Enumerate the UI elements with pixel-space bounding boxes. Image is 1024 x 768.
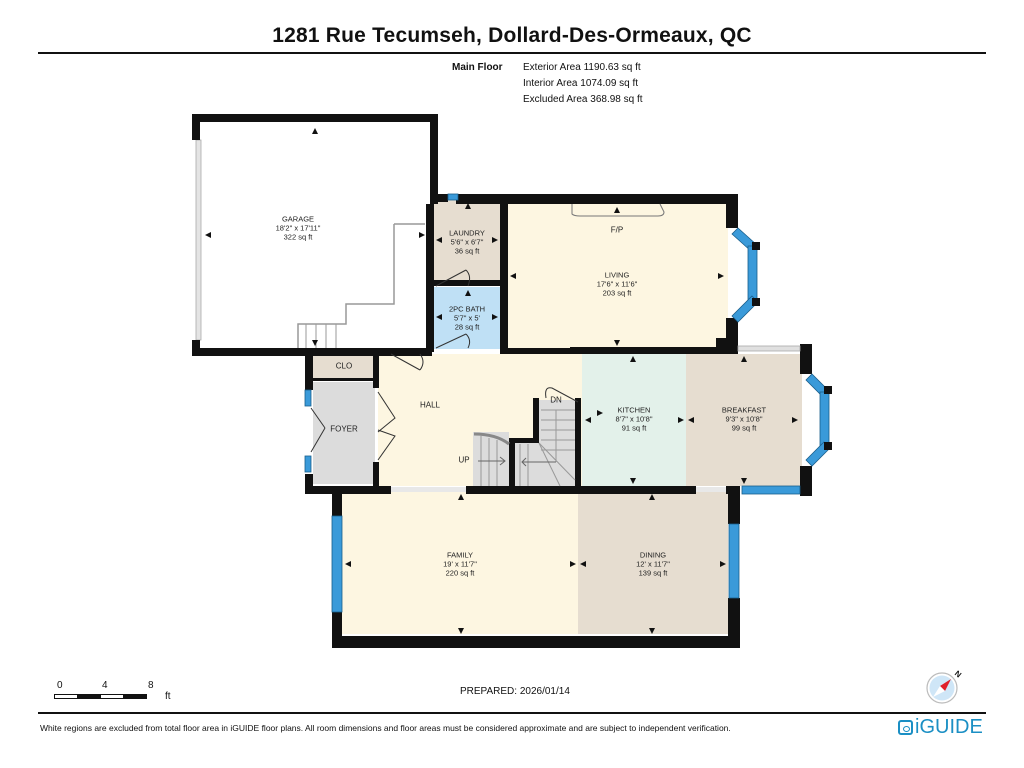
scale-tick-8: 8 xyxy=(148,680,154,691)
iguide-logo-text: iGUIDE xyxy=(915,716,983,738)
room-name: KITCHEN xyxy=(617,405,651,415)
room-dims: 17'6" x 11'6" xyxy=(596,279,638,289)
room-area: 139 sq ft xyxy=(638,568,668,578)
room-label-family: FAMILY 19' x 11'7" 220 sq ft xyxy=(443,551,477,578)
excluded-area: Excluded Area 368.98 sq ft xyxy=(523,94,643,105)
iguide-logo-icon xyxy=(898,720,913,735)
room-label-2pc-bath: 2PC BATH 5'7" x 5' 28 sq ft xyxy=(449,305,485,332)
room-fill-foyer xyxy=(313,382,375,484)
room-fill-clo xyxy=(313,354,375,380)
stairs-down-label: DN xyxy=(550,395,562,405)
room-dims: 5'7" x 5' xyxy=(454,313,480,323)
room-dims: 12' x 11'7" xyxy=(636,559,670,569)
room-fill-bath xyxy=(432,287,502,349)
room-label-hall: HALL xyxy=(419,400,441,410)
room-name: GARAGE xyxy=(281,214,315,224)
room-name: FAMILY xyxy=(446,550,474,560)
room-label-clo: CLO xyxy=(335,361,353,371)
room-label-foyer: FOYER xyxy=(330,424,358,434)
scale-tick-0: 0 xyxy=(57,680,63,691)
room-name: LIVING xyxy=(604,270,630,280)
room-label-garage: GARAGE 18'2" x 17'11" 322 sq ft xyxy=(276,215,321,242)
scale-tick-4: 4 xyxy=(102,680,108,691)
room-label-living: LIVING 17'6" x 11'6" 203 sq ft xyxy=(597,271,638,298)
room-label-laundry: LAUNDRY 5'6" x 6'7" 36 sq ft xyxy=(449,229,485,256)
room-area: 36 sq ft xyxy=(454,246,480,256)
room-fill-kitchen xyxy=(582,354,686,486)
disclaimer-text: White regions are excluded from total fl… xyxy=(40,723,731,733)
room-area: 203 sq ft xyxy=(602,288,632,298)
page-title: 1281 Rue Tecumseh, Dollard-Des-Ormeaux, … xyxy=(272,24,752,47)
room-area: 99 sq ft xyxy=(731,423,757,433)
header-divider xyxy=(38,52,986,54)
room-fill-living xyxy=(506,204,728,348)
room-label-dining: DINING 12' x 11'7" 139 sq ft xyxy=(636,551,670,578)
room-dims: 9'3" x 10'8" xyxy=(725,414,763,424)
iguide-logo: iGUIDE xyxy=(898,716,983,739)
room-name: LAUNDRY xyxy=(449,228,485,238)
exterior-area: Exterior Area 1190.63 sq ft xyxy=(523,62,641,73)
room-fill-garage xyxy=(198,120,432,352)
room-label-breakfast: BREAKFAST 9'3" x 10'8" 99 sq ft xyxy=(722,406,766,433)
prepared-date: PREPARED: 2026/01/14 xyxy=(460,686,570,697)
room-fill-family xyxy=(342,492,578,634)
scale-bar: 0 4 8 ft xyxy=(50,680,190,704)
compass-north-label: N xyxy=(953,669,963,680)
scale-unit: ft xyxy=(165,691,171,702)
room-dims: 8'7" x 10'8" xyxy=(615,414,653,424)
room-dims: 5'6" x 6'7" xyxy=(450,237,484,247)
room-area: 91 sq ft xyxy=(621,423,647,433)
room-area: 322 sq ft xyxy=(283,232,313,242)
room-dims: 18'2" x 17'11" xyxy=(275,223,321,233)
stairs-up-label: UP xyxy=(458,455,470,465)
footer-divider xyxy=(38,712,986,714)
room-area: 220 sq ft xyxy=(445,568,475,578)
interior-area: Interior Area 1074.09 sq ft xyxy=(523,78,639,89)
room-name: DINING xyxy=(639,550,667,560)
room-fill-dining xyxy=(578,492,728,634)
room-name: 2PC BATH xyxy=(448,304,486,314)
room-fill-breakfast xyxy=(686,354,802,486)
fireplace-label: F/P xyxy=(610,225,624,235)
room-dims: 19' x 11'7" xyxy=(443,559,477,569)
room-label-kitchen: KITCHEN 8'7" x 10'8" 91 sq ft xyxy=(616,406,653,433)
room-area: 28 sq ft xyxy=(454,322,480,332)
room-name: BREAKFAST xyxy=(721,405,767,415)
floor-name: Main Floor xyxy=(452,62,503,73)
north-compass-icon: N xyxy=(926,669,963,704)
